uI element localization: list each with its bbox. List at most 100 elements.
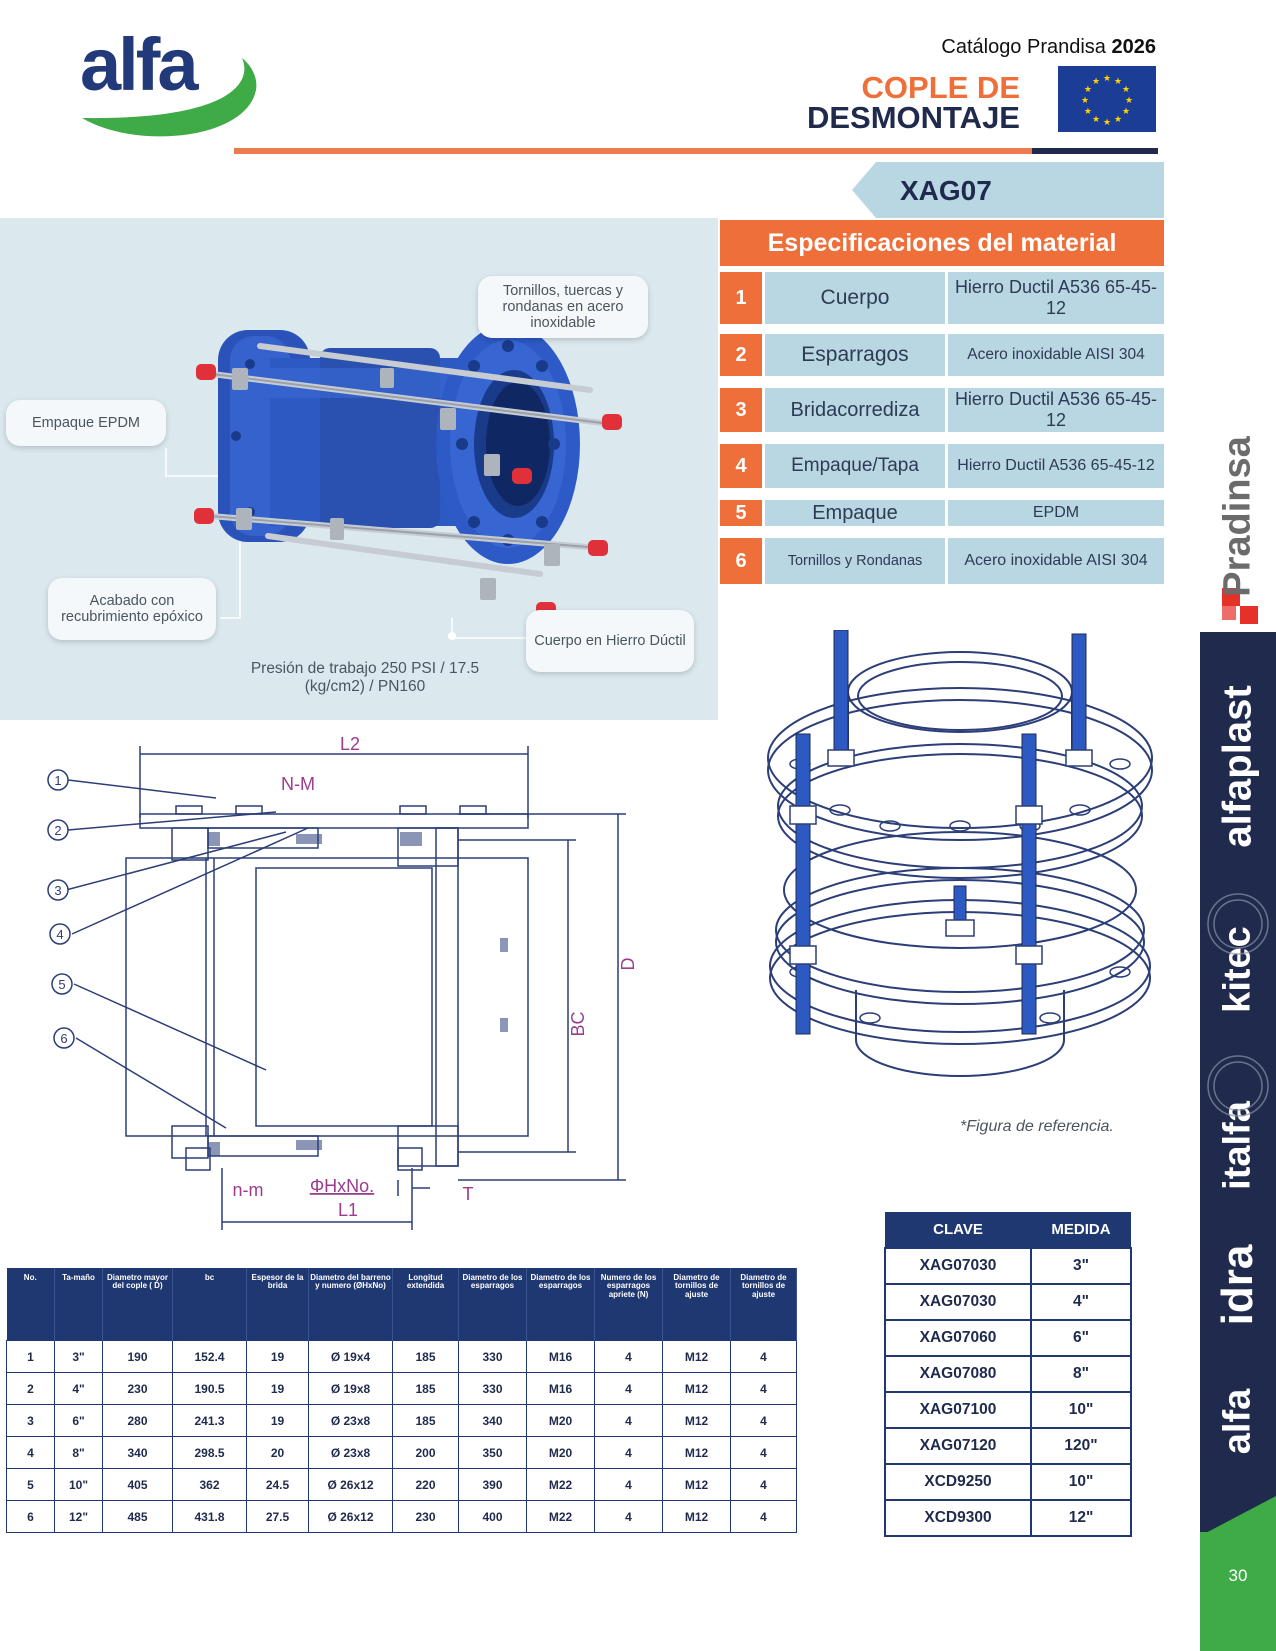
column-header: Diametro del barreno y numero (ØHxNo) <box>308 1268 393 1341</box>
spec-number: 4 <box>720 444 762 488</box>
table-cell: 230 <box>102 1372 173 1405</box>
table-cell: M22 <box>526 1468 595 1501</box>
spec-row: 3 Bridacorrediza Hierro Ductil A536 65-4… <box>720 388 1164 432</box>
column-header: Espesor de la brida <box>246 1268 309 1341</box>
size-cell: 3" <box>1030 1247 1132 1285</box>
table-cell: M12 <box>662 1468 731 1501</box>
spec-number: 5 <box>720 500 762 526</box>
column-header: Diametro de los esparragos <box>526 1268 595 1341</box>
size-cell: 10" <box>1030 1391 1132 1429</box>
product-illustration <box>165 310 622 640</box>
spec-number: 1 <box>720 272 762 324</box>
spec-row: 1 Cuerpo Hierro Ductil A536 65-45-12 <box>720 272 1164 324</box>
column-header: Numero de los esparragos apriete (N) <box>594 1268 663 1341</box>
spec-part: Cuerpo <box>765 272 945 324</box>
table-cell: 200 <box>392 1436 459 1469</box>
alfa-logo: alfa <box>80 23 199 106</box>
column-header: bc <box>172 1268 247 1341</box>
table-cell: 4 <box>730 1372 797 1405</box>
size-cell: 10" <box>1030 1463 1132 1501</box>
spec-material: EPDM <box>948 500 1164 526</box>
pradinsa-logo-icon-small <box>1222 606 1236 620</box>
spec-number: 3 <box>720 388 762 432</box>
column-header: Diametro de los esparragos <box>458 1268 527 1341</box>
table-cell: 230 <box>392 1500 459 1533</box>
table-cell: 4 <box>730 1404 797 1437</box>
table-cell: M12 <box>662 1404 731 1437</box>
size-cell: 12" <box>1030 1499 1132 1537</box>
code-cell: XCD9300 <box>884 1499 1032 1537</box>
spec-number: 6 <box>720 538 762 584</box>
column-header: Longitud extendida <box>392 1268 459 1341</box>
table-cell: M16 <box>526 1372 595 1405</box>
table-cell: 6" <box>54 1404 103 1437</box>
alfa-logo-swoosh <box>82 58 257 137</box>
size-cell: 120" <box>1030 1427 1132 1465</box>
technical-drawing: 1 2 3 4 5 6 L2 N-M D BC n-m ΦHxNo. L1 T <box>47 734 638 1230</box>
eu-star-icon: ★ <box>1122 107 1130 117</box>
table-cell: M20 <box>526 1436 595 1469</box>
table-cell: 3" <box>54 1340 103 1373</box>
eu-star-icon: ★ <box>1084 85 1092 95</box>
table-cell: 4 <box>594 1372 663 1405</box>
model-tag <box>852 162 1164 218</box>
callout-bolts: Tornillos, tuercas y rondanas en acero i… <box>478 276 648 338</box>
column-header: Ta-maño <box>54 1268 103 1341</box>
table-cell: 10" <box>54 1468 103 1501</box>
table-cell: M12 <box>662 1500 731 1533</box>
brand-alfaplast: alfaplast <box>1215 685 1260 848</box>
code-cell: XAG07080 <box>884 1355 1032 1393</box>
table-cell: Ø 23x8 <box>308 1404 393 1437</box>
spec-row: 5 Empaque EPDM <box>720 500 1164 526</box>
table-cell: 152.4 <box>172 1340 247 1373</box>
spec-part: Esparragos <box>765 334 945 376</box>
code-cell: XAG07120 <box>884 1427 1032 1465</box>
table-cell: 24.5 <box>246 1468 309 1501</box>
table-cell: 4 <box>730 1500 797 1533</box>
table-cell: Ø 19x8 <box>308 1372 393 1405</box>
reference-figure <box>767 630 1153 1077</box>
code-cell: XAG07060 <box>884 1319 1032 1357</box>
callout-finish: Acabado con recubrimiento epóxico <box>48 578 216 640</box>
drawing-callout-2: 2 <box>54 823 61 838</box>
header-rule-orange <box>234 148 1032 154</box>
code-cell: XAG07030 <box>884 1247 1032 1285</box>
code-cell: XAG07100 <box>884 1391 1032 1429</box>
table-cell: 280 <box>102 1404 173 1437</box>
table-cell: M12 <box>662 1372 731 1405</box>
page-title-line2: DESMONTAJE <box>806 100 1020 135</box>
drawing-label-phi: ΦHxNo. <box>310 1176 374 1196</box>
sidebar-brands <box>1200 632 1276 1532</box>
drawing-label-l1: L1 <box>338 1200 358 1220</box>
table-cell: Ø 23x8 <box>308 1436 393 1469</box>
table-cell: 330 <box>458 1340 527 1373</box>
spec-row: 2 Esparragos Acero inoxidable AISI 304 <box>720 334 1164 376</box>
spec-row: 6 Tornillos y Rondanas Acero inoxidable … <box>720 538 1164 584</box>
table-cell: 12" <box>54 1500 103 1533</box>
spec-part: Tornillos y Rondanas <box>765 538 945 584</box>
pradinsa-logo-icon <box>1222 588 1240 606</box>
spec-material: Acero inoxidable AISI 304 <box>948 538 1164 584</box>
table-cell: 8" <box>54 1436 103 1469</box>
code-cell: XAG07030 <box>884 1283 1032 1321</box>
specs-title: Especificaciones del material <box>720 220 1164 266</box>
table-cell: 4 <box>594 1340 663 1373</box>
column-header-medida: MEDIDA <box>1031 1212 1131 1248</box>
table-cell: 241.3 <box>172 1404 247 1437</box>
table-cell: 4 <box>6 1436 55 1469</box>
callout-body: Cuerpo en Hierro Dúctil <box>526 610 694 672</box>
eu-star-icon: ★ <box>1092 115 1100 125</box>
eu-star-icon: ★ <box>1114 77 1122 87</box>
brand-pradinsa: Pradinsa <box>1216 436 1259 597</box>
spec-number: 2 <box>720 334 762 376</box>
table-cell: 362 <box>172 1468 247 1501</box>
spec-row: 4 Empaque/Tapa Hierro Ductil A536 65-45-… <box>720 444 1164 488</box>
table-cell: 5 <box>6 1468 55 1501</box>
drawing-label-d: D <box>618 958 638 971</box>
spec-part: Empaque <box>765 500 945 526</box>
spec-material: Hierro Ductil A536 65-45-12 <box>948 388 1164 432</box>
drawing-callout-5: 5 <box>58 977 65 992</box>
